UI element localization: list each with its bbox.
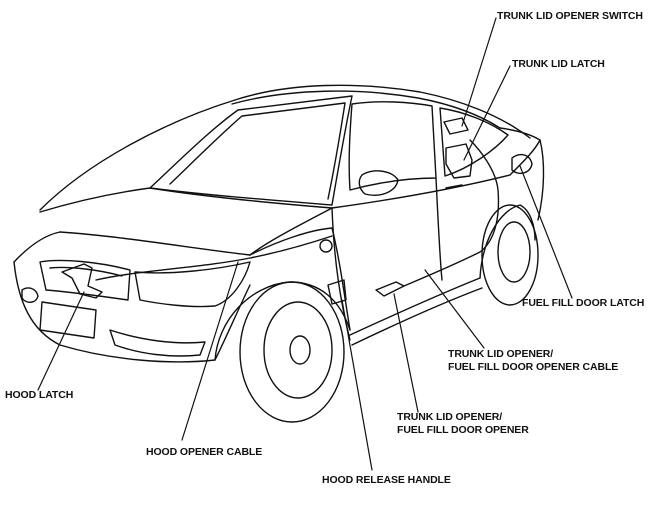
leader-trunk-latch [463, 65, 511, 161]
label-hood-release-handle: HOOD RELEASE HANDLE [322, 474, 451, 486]
label-hood-latch: HOOD LATCH [5, 389, 74, 401]
front-fascia-top [13, 231, 61, 263]
side-marker [319, 239, 333, 253]
hood-release-handle-part [327, 279, 347, 305]
rear-door-handle [445, 184, 463, 189]
headlight [134, 261, 251, 308]
label-opener-line1: TRUNK LID OPENER/ [397, 411, 503, 423]
rocker-lower [351, 287, 483, 346]
label-trunk-lid-opener-switch: TRUNK LID OPENER SWITCH [497, 10, 643, 22]
windshield-inner [169, 102, 346, 200]
door-divider [435, 177, 443, 281]
rocker-panel [349, 277, 481, 336]
leader-lines [37, 17, 573, 471]
trunk-lid-switch-part [443, 117, 469, 135]
trunk-lid-latch-part [445, 143, 473, 179]
label-hood-opener-cable: HOOD OPENER CABLE [146, 446, 263, 458]
trunk-lid [499, 127, 541, 141]
leader-hood-cable [181, 261, 239, 441]
roof-outline [39, 84, 531, 211]
license-plate [39, 301, 97, 339]
windshield [149, 95, 353, 206]
rear-side-window [439, 107, 509, 177]
label-trunk-lid-latch: TRUNK LID LATCH [512, 58, 605, 70]
hood-crease [59, 231, 251, 256]
front-fender [249, 227, 351, 331]
body-side-line [331, 174, 511, 209]
leader-fuel-door-latch [519, 165, 573, 299]
floor-cable-line [403, 139, 500, 287]
leader-opener [393, 293, 419, 413]
rear-quarter [509, 139, 545, 221]
leader-opener-cable [424, 269, 485, 349]
leader-hood-latch [37, 291, 85, 391]
label-fuel-fill-door-latch: FUEL FILL DOOR LATCH [522, 297, 645, 309]
front-hub [289, 335, 311, 365]
rear-tire [481, 204, 539, 306]
front-rim [263, 301, 333, 399]
fog-light [21, 287, 39, 303]
grille [39, 259, 131, 301]
label-opener-line2: FUEL FILL DOOR OPENER [397, 424, 529, 436]
opener-lever-part [375, 281, 405, 297]
hood-opener-cable-line [95, 235, 333, 281]
leader-hood-release [341, 299, 373, 471]
roof-inner-line [231, 90, 501, 129]
label-opener-cable-line2: FUEL FILL DOOR OPENER CABLE [448, 361, 619, 373]
side-mirror [358, 170, 399, 196]
front-bumper [13, 261, 251, 363]
grille-inner [49, 266, 123, 277]
front-tire [239, 281, 345, 423]
label-opener-cable-line1: TRUNK LID OPENER/ [448, 348, 554, 360]
leader-trunk-switch [461, 17, 497, 127]
front-side-window [348, 101, 437, 191]
lower-intake [109, 329, 206, 357]
rear-rim [497, 221, 531, 283]
hood [39, 187, 333, 256]
fuel-fill-door [511, 153, 533, 175]
hood-latch-part [61, 263, 103, 299]
